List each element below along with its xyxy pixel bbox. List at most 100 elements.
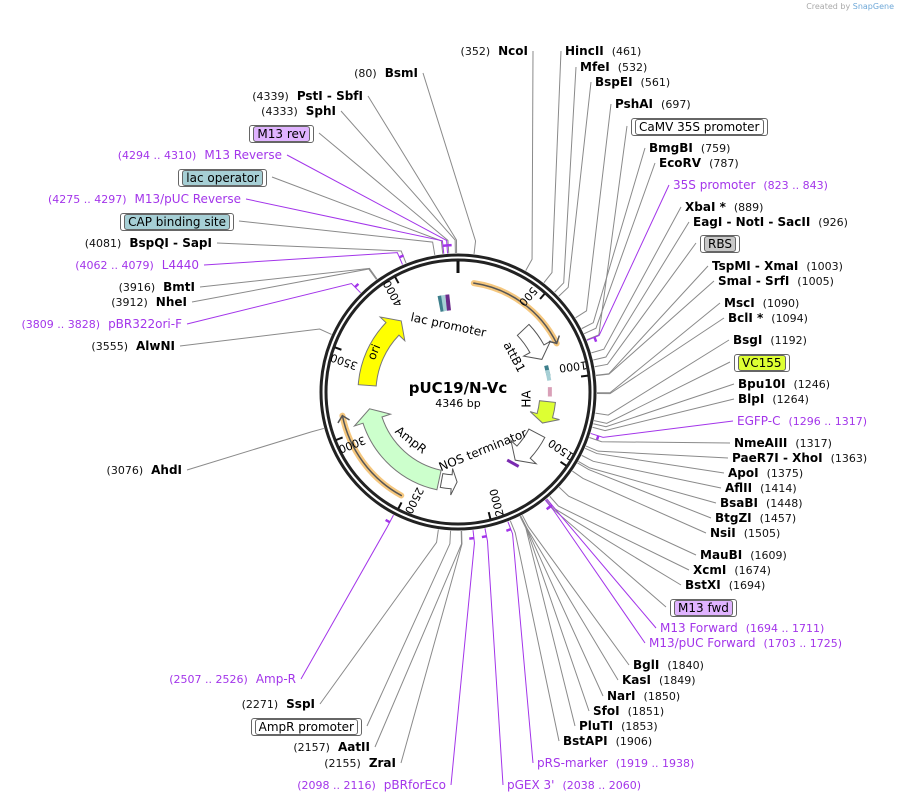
enzyme-site-blpi[interactable]: BlpI(1264) [738, 391, 809, 407]
enzyme-site-aflii[interactable]: AflII(1414) [725, 480, 797, 496]
feature-lac-operator[interactable]: lac operator [178, 169, 267, 187]
enzyme-site-nari[interactable]: NarI(1850) [607, 688, 680, 704]
feature-camv-35s-promoter[interactable]: CaMV 35S promoter [631, 118, 768, 136]
leader-line [544, 499, 646, 644]
primer-l4440[interactable]: (4062 .. 4079)L4440 [75, 257, 199, 273]
enzyme-site-bcli-[interactable]: BclI *(1094) [728, 310, 808, 326]
primer-prs-marker[interactable]: pRS-marker(1919 .. 1938) [537, 755, 694, 771]
name-text: BmtI [163, 280, 195, 294]
attb1-glyph [545, 369, 552, 381]
enzyme-site-paer7i-xhoi[interactable]: PaeR7I - XhoI(1363) [732, 450, 867, 466]
name-text: pBRforEco [383, 778, 446, 792]
enzyme-site-bmgbi[interactable]: BmgBI(759) [649, 140, 730, 156]
enzyme-site-ahdi[interactable]: (3076)AhdI [107, 462, 182, 478]
enzyme-site-msci[interactable]: MscI(1090) [724, 295, 799, 311]
enzyme-site-pshai[interactable]: PshAI(697) [615, 96, 691, 112]
leader-line [186, 427, 324, 471]
position-text: (2507 .. 2526) [169, 673, 248, 686]
enzyme-site-smai-srfi[interactable]: SmaI - SrfI(1005) [718, 273, 834, 289]
leader-line [319, 529, 439, 705]
enzyme-site-bstxi[interactable]: BstXI(1694) [685, 577, 765, 593]
primer-egfp-c[interactable]: EGFP-C(1296 .. 1317) [737, 413, 867, 429]
enzyme-site-alwni[interactable]: (3555)AlwNI [91, 338, 175, 354]
ampr-arc [341, 414, 403, 497]
primer-amp-r[interactable]: (2507 .. 2526) Amp-R [169, 671, 296, 687]
feature-cap-binding-site[interactable]: CAP binding site [120, 213, 234, 231]
leader-line [318, 132, 450, 254]
name-text: BclI * [728, 311, 764, 325]
primer-m13-puc-reverse[interactable]: (4275 .. 4297)M13/pUC Reverse [48, 191, 241, 207]
primer-pgex-3-[interactable]: pGEX 3'(2038 .. 2060) [507, 777, 641, 793]
enzyme-site-sfoi[interactable]: SfoI(1851) [593, 703, 664, 719]
enzyme-site-sspi[interactable]: (2271)SspI [242, 696, 315, 712]
enzyme-site-bmti[interactable]: (3916)BmtI [119, 279, 195, 295]
leader-line [593, 221, 690, 361]
primer-pbrforeco[interactable]: (2098 .. 2116)pBRforEco [297, 777, 446, 793]
primer-pbr322ori-f[interactable]: (3809 .. 3828)pBR322ori-F [22, 316, 183, 332]
enzyme-site-bsgi[interactable]: BsgI(1192) [733, 332, 807, 348]
feature-ampr-promoter[interactable]: AmpR promoter [250, 718, 362, 736]
feature-label-HA: HA [519, 390, 534, 408]
primer-m13-forward[interactable]: M13 Forward(1694 .. 1711) [660, 620, 824, 636]
enzyme-site-bpu10i[interactable]: Bpu10I(1246) [738, 376, 830, 392]
enzyme-site-bgli[interactable]: BglI(1840) [633, 657, 704, 673]
enzyme-site-nsii[interactable]: NsiI(1505) [710, 525, 780, 541]
enzyme-site-mfei[interactable]: MfeI(532) [580, 59, 647, 75]
feature-m13-rev[interactable]: M13 rev [249, 125, 314, 143]
leader-line [340, 110, 456, 254]
primer-mark [481, 534, 487, 539]
position-text: (1609) [750, 549, 787, 562]
enzyme-site-bspqi-sapi[interactable]: (4081)BspQI - SapI [85, 235, 212, 251]
primer-mark [595, 435, 600, 441]
enzyme-site-psti-sbfi[interactable]: (4339)PstI - SbfI [252, 88, 363, 104]
leader-line [595, 280, 715, 377]
position-text: (787) [709, 157, 739, 170]
enzyme-site-sphi[interactable]: (4333)SphI [261, 103, 336, 119]
name-text: Amp-R [255, 672, 296, 686]
enzyme-site-kasi[interactable]: KasI(1849) [622, 672, 696, 688]
enzyme-site-nhei[interactable]: (3912)NheI [111, 294, 187, 310]
leader-line [593, 383, 735, 428]
enzyme-site-pluti[interactable]: PluTI(1853) [579, 718, 658, 734]
enzyme-site-bstapi[interactable]: BstAPI(1906) [563, 733, 652, 749]
leader-line [520, 515, 604, 697]
position-text: (561) [640, 76, 671, 89]
feature-m13-fwd[interactable]: M13 fwd [670, 599, 737, 617]
primer-m13-puc-forward[interactable]: M13/pUC Forward(1703 .. 1725) [649, 635, 842, 651]
primer-35s-promoter[interactable]: 35S promoter(823 .. 843) [673, 177, 828, 193]
snapgene-credit: Created by SnapGene [806, 2, 894, 11]
enzyme-site-ecorv[interactable]: EcoRV(787) [659, 155, 739, 171]
enzyme-site-ncoi[interactable]: (352)NcoI [461, 43, 528, 59]
feature-rbs[interactable]: RBS [700, 235, 740, 253]
leader-line [581, 147, 646, 330]
ampr-promoter-arrow [439, 468, 458, 496]
credit-prefix: Created by [806, 2, 851, 11]
name-text: M13/pUC Forward [649, 636, 756, 650]
enzyme-site-bspei[interactable]: BspEI(561) [595, 74, 670, 90]
enzyme-site-eagi-noti-sacii[interactable]: EagI - NotI - SacII(926) [693, 214, 848, 230]
enzyme-site-apoi[interactable]: ApoI(1375) [728, 465, 803, 481]
backbone-inner-circle [324, 258, 592, 526]
ampr-arc-head [337, 414, 350, 424]
enzyme-site-aatii[interactable]: (2157)AatII [293, 739, 370, 755]
feature-vc155[interactable]: VC155 [734, 354, 790, 372]
enzyme-site-bsabi[interactable]: BsaBI(1448) [720, 495, 803, 511]
enzyme-site-nmeaiii[interactable]: NmeAIII(1317) [734, 435, 832, 451]
leader-line [484, 528, 504, 786]
enzyme-site-maubi[interactable]: MauBI(1609) [700, 547, 787, 563]
enzyme-site-zrai[interactable]: (2155)ZraI [324, 755, 396, 771]
enzyme-site-tspmi-xmai[interactable]: TspMI - XmaI(1003) [712, 258, 843, 274]
enzyme-site-xcmi[interactable]: XcmI(1674) [693, 562, 771, 578]
enzyme-site-bsmi[interactable]: (80)BsmI [354, 65, 418, 81]
position-text: (80) [354, 67, 377, 80]
enzyme-site-xbai-[interactable]: XbaI *(889) [685, 199, 763, 215]
primer-m13-reverse[interactable]: (4294 .. 4310)M13 Reverse [118, 147, 282, 163]
position-text: (2038 .. 2060) [562, 779, 642, 792]
enzyme-site-btgzi[interactable]: BtgZI(1457) [715, 510, 796, 526]
enzyme-site-hincii[interactable]: HincII(461) [565, 43, 641, 59]
position-text: (1448) [766, 497, 803, 510]
name-text: XbaI * [685, 200, 726, 214]
position-text: (3555) [91, 340, 128, 353]
lac-glyph [441, 294, 448, 312]
feature-box-label: RBS [704, 236, 736, 252]
